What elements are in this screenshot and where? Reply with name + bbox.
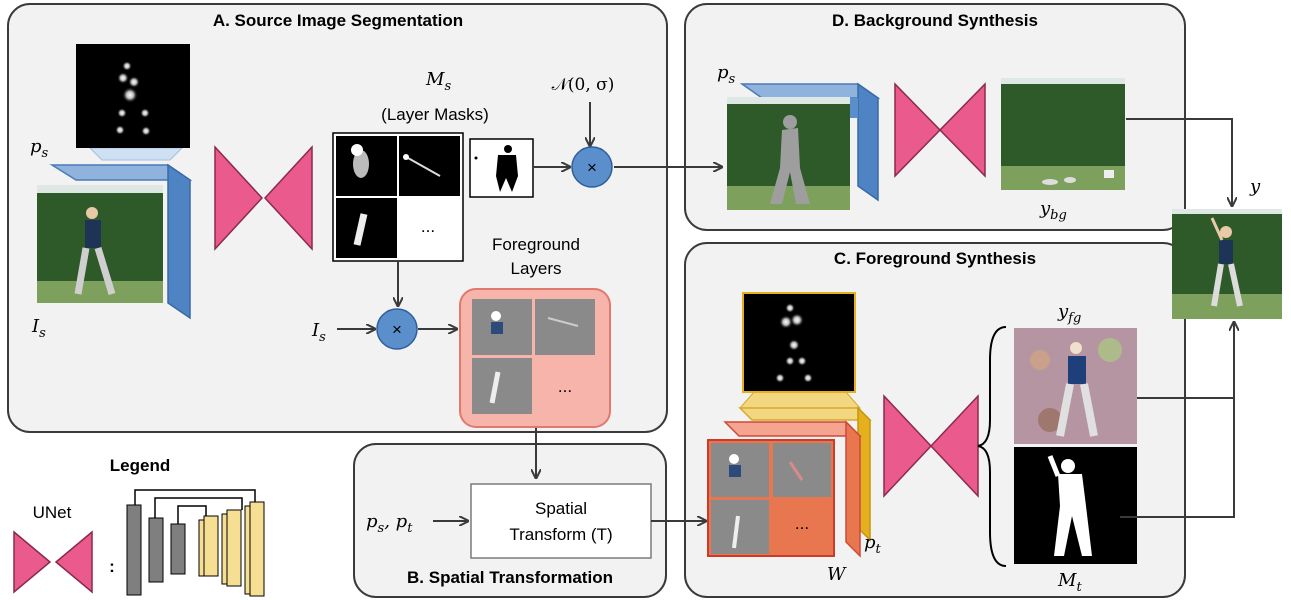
ps-pt-label: ps, pt [366,511,413,536]
panel-source-image-segmentation: A. Source Image Segmentation ps Is [7,3,668,433]
panel-c-title: C. Foreground Synthesis [834,249,1036,268]
layer-masks-label: (Layer Masks) [381,105,489,124]
is-label: Is [31,316,46,341]
legend-colon: : [109,557,115,576]
panel-background-synthesis: D. Background Synthesis ps ybg [684,3,1186,231]
svg-text:×: × [587,158,597,177]
target-mask-image [1014,447,1137,564]
panel-a-title: A. Source Image Segmentation [213,11,463,30]
foreground-layers-label-1: Foreground [492,235,580,254]
foreground-multiply-node [376,308,418,350]
warped-ellipsis: ... [795,514,809,533]
warped-layers-stack: ... [707,406,872,558]
mt-label: Mt [1057,570,1082,595]
yfg-label: yfg [1057,301,1081,326]
mask-ellipsis: ... [421,217,435,236]
background-input-plate [727,82,881,210]
unet-segmentation-icon [214,145,264,251]
fg-ellipsis: ... [558,377,572,396]
ms-label: Ms [425,69,451,94]
panel-d-title: D. Background Synthesis [832,11,1038,30]
pt-label: pt [864,532,882,557]
combined-mask-thumbnail [469,138,534,198]
legend: Legend UNet : [13,456,265,597]
legend-unet-icon [13,530,52,594]
legend-unet-label: UNet [33,503,72,522]
w-label: W [827,564,847,585]
foreground-layers-grid: ... [459,288,611,428]
layer-masks-grid: ... [332,132,464,262]
source-pose-heatmap [76,44,190,161]
golfer-figure [86,207,98,219]
ps-bg-label: ps [717,62,736,87]
ybg-label: ybg [1039,198,1067,223]
panel-b-title: B. Spatial Transformation [407,568,613,587]
panel-spatial-transformation: B. Spatial Transformation ps, pt Spatial… [353,443,667,598]
connector-arrows [536,118,1234,521]
svg-text:×: × [392,320,402,339]
target-pose-heatmap [738,292,862,409]
ps-label: ps [30,136,49,161]
spatial-transform-box [470,483,652,559]
background-output-image [1001,78,1125,190]
foreground-output-image [1014,328,1137,444]
spatial-transform-label-2: Transform (T) [509,525,612,544]
source-image-plate [37,163,193,320]
unet-foreground-icon [883,394,933,498]
y-label: y [1249,176,1261,197]
noise-label: 𝒩(0, σ) [552,75,615,95]
legend-title: Legend [110,456,170,475]
spatial-transform-label-1: Spatial [535,499,587,518]
final-output-image [1172,209,1282,319]
panel-foreground-synthesis: C. Foreground Synthesis [684,242,1186,598]
noise-multiply-node [571,146,613,188]
is-input-label: Is [311,320,326,345]
legend-unet-architecture [126,489,265,597]
output-brace [977,326,1007,567]
unet-background-icon [894,82,942,178]
foreground-layers-label-2: Layers [510,259,561,278]
